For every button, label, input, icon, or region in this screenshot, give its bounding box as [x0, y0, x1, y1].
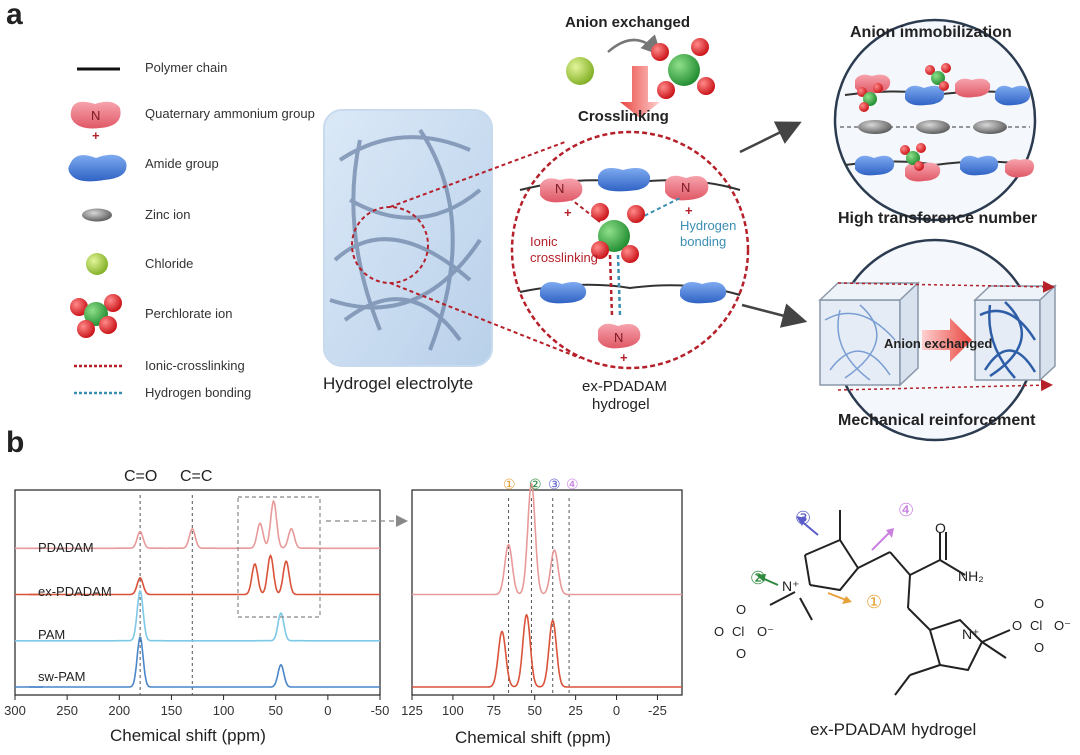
perchlorate-right-cl: Cl: [1030, 618, 1043, 633]
x-tick-label: -50: [371, 703, 390, 718]
structure-marker-4: ④: [898, 500, 915, 520]
spectrum-line: [15, 499, 380, 550]
crosslinking-label: Crosslinking: [578, 108, 669, 125]
nmr-chart-full: 300 250 200 150 100 50 0 -50: [4, 489, 390, 718]
legend-chloride: Chloride: [145, 256, 194, 271]
legend-quaternary-ammonium: Quaternary ammonium group: [145, 106, 315, 121]
spectrum-line: [412, 482, 682, 596]
legend-polymer-chain: Polymer chain: [145, 60, 228, 75]
chart1-xlabel: Chemical shift (ppm): [110, 726, 266, 745]
legend-plus-symbol: +: [92, 128, 100, 143]
circle-plus-right: +: [685, 203, 693, 218]
spectrum-line: [412, 613, 682, 688]
perchlorate-left-cl: Cl: [732, 624, 745, 639]
marker-2: ②: [529, 476, 542, 492]
legend-zinc: Zinc ion: [145, 207, 191, 222]
spectrum-label-pdadam: PDADAM: [38, 540, 94, 555]
circle-plus-bottom: +: [620, 350, 628, 365]
legend-perchlorate: Perchlorate ion: [145, 306, 233, 321]
chart2-xlabel: Chemical shift (ppm): [455, 728, 611, 747]
x-tick-label: 150: [161, 703, 183, 718]
x-tick-label: 100: [213, 703, 235, 718]
circle-n-right: N: [681, 180, 691, 195]
legend-hydrogen-bonding: Hydrogen bonding: [145, 385, 252, 400]
anion-exchanged-box-label: Anion exchanged: [884, 336, 993, 351]
circle-n-left: N: [555, 181, 565, 196]
spectrum-label-ex-pdadam: ex-PDADAM: [38, 584, 112, 599]
structure-marker-2: ②: [750, 568, 767, 588]
structure-marker-1: ①: [866, 592, 883, 612]
legend-chloride-icon: [86, 253, 108, 275]
mechanical-reinforcement-circle: [818, 238, 1057, 442]
hydrogel-block: [323, 109, 493, 367]
panel-letter-b: b: [6, 426, 25, 459]
ex-pdadam-label-line2: hydrogel: [592, 396, 650, 413]
anion-immobilization-circle: [833, 18, 1037, 222]
structure-o: O: [935, 520, 946, 536]
structure-marker-3: ③: [795, 508, 812, 528]
x-tick-label: 200: [108, 703, 130, 718]
perchlorate-left-o-bottom: O: [736, 646, 747, 661]
legend-n-symbol: N: [91, 108, 101, 123]
x-tick-label: 50: [527, 703, 541, 718]
perchlorate-right-o-bottom: O: [1034, 640, 1045, 655]
legend-ammonium-icon: [70, 101, 121, 129]
plot-frame: [411, 489, 683, 696]
perchlorate-right-o-left: O: [1012, 618, 1023, 633]
circle-plus-left: +: [564, 205, 572, 220]
hydrogen-bonding-label: Hydrogen bonding: [680, 218, 737, 249]
ex-pdadam-label-line1: ex-PDADAM: [582, 378, 668, 395]
x-tick-label: 25: [568, 703, 582, 718]
spectrum-label-sw-pam: sw-PAM: [38, 669, 86, 684]
marker-3: ③: [548, 476, 561, 492]
x-tick-label: 300: [4, 703, 26, 718]
structure-nh2: NH₂: [958, 568, 984, 584]
legend-perchlorate-icon: [70, 294, 122, 338]
spectrum-line: [15, 636, 380, 688]
spectrum-label-pam: PAM: [38, 627, 66, 642]
hydrogel-electrolyte-label: Hydrogel electrolyte: [323, 374, 474, 393]
panel-letter-a: a: [6, 0, 23, 31]
x-tick-label: 125: [401, 703, 423, 718]
perchlorate-left-o-minus: O⁻: [757, 624, 774, 639]
legend-amide: Amide group: [145, 156, 219, 171]
x-tick-label: 75: [487, 703, 501, 718]
perchlorate-left-o-top: O: [736, 602, 747, 617]
label-cc: C=C: [180, 468, 213, 485]
marker-1: ①: [503, 476, 516, 492]
x-tick-label: 100: [442, 703, 464, 718]
chemical-structure: [756, 510, 1011, 696]
legend-zinc-icon: [82, 208, 112, 222]
spectrum-line: [15, 554, 380, 596]
plot-frame: [14, 489, 381, 696]
x-tick-label: 250: [56, 703, 78, 718]
high-transference-label: High transference number: [838, 210, 1038, 227]
marker-4: ④: [566, 476, 579, 492]
nmr-chart-zoom: 125 100 75 50 25 0 -25: [401, 482, 683, 718]
structure-name: ex-PDADAM hydrogel: [810, 720, 977, 739]
perchlorate-left-o-left: O: [714, 624, 725, 639]
mechanical-reinforcement-label: Mechanical reinforcement: [838, 412, 1036, 429]
x-tick-label: 0: [324, 703, 331, 718]
label-co: C=O: [124, 468, 158, 485]
x-tick-label: 0: [613, 703, 620, 718]
anion-exchanged-top-label: Anion exchanged: [565, 14, 691, 31]
structure-n-plus-bottom: N⁺: [962, 626, 980, 642]
legend-amide-icon: [68, 154, 127, 182]
perchlorate-right-o-top: O: [1034, 596, 1045, 611]
legend-ionic-crosslinking: Ionic-crosslinking: [145, 358, 245, 373]
structure-n-plus-top: N⁺: [782, 578, 800, 594]
ionic-crosslinking-label: Ionic crosslinking: [530, 234, 598, 265]
perchlorate-right-o-minus: O⁻: [1054, 618, 1071, 633]
circle-n-bottom: N: [614, 330, 624, 345]
anion-immobilization-label: Anion immobilization: [850, 24, 1012, 41]
x-tick-label: -25: [648, 703, 667, 718]
spectrum-line: [15, 590, 380, 642]
x-tick-label: 50: [268, 703, 282, 718]
zoom-region-box: [237, 496, 321, 618]
